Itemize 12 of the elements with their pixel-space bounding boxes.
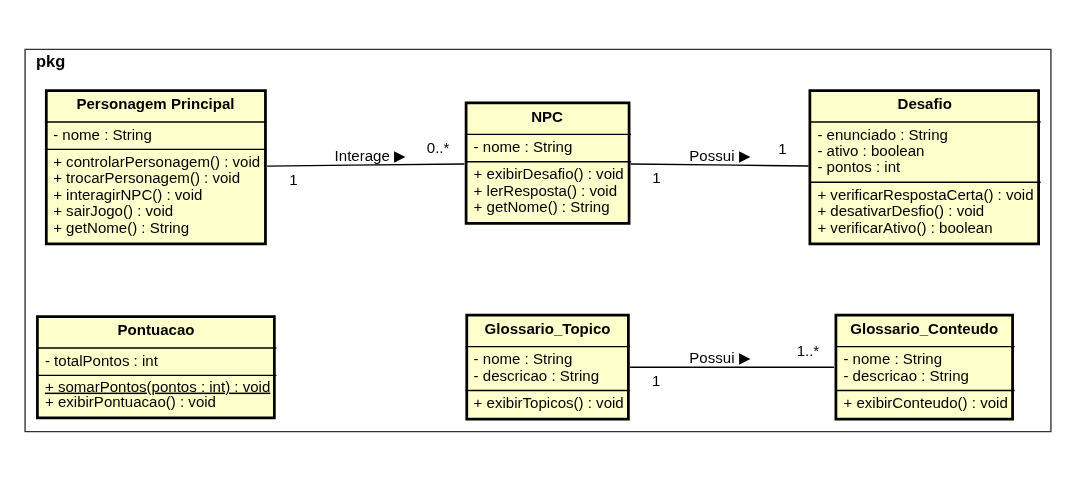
label: 1 <box>778 139 787 157</box>
label: 1 <box>652 168 661 186</box>
label: 1 <box>652 371 661 389</box>
connector <box>629 162 810 167</box>
label: 1 <box>289 170 298 188</box>
edge-label: Possui ▶ <box>689 146 751 164</box>
connector <box>266 162 466 167</box>
edge-label: Interage ▶ <box>334 146 407 164</box>
label: 0..* <box>426 138 450 156</box>
label: 1..* <box>796 341 820 359</box>
connector <box>629 366 835 368</box>
edge-label: Possui ▶ <box>689 348 751 366</box>
